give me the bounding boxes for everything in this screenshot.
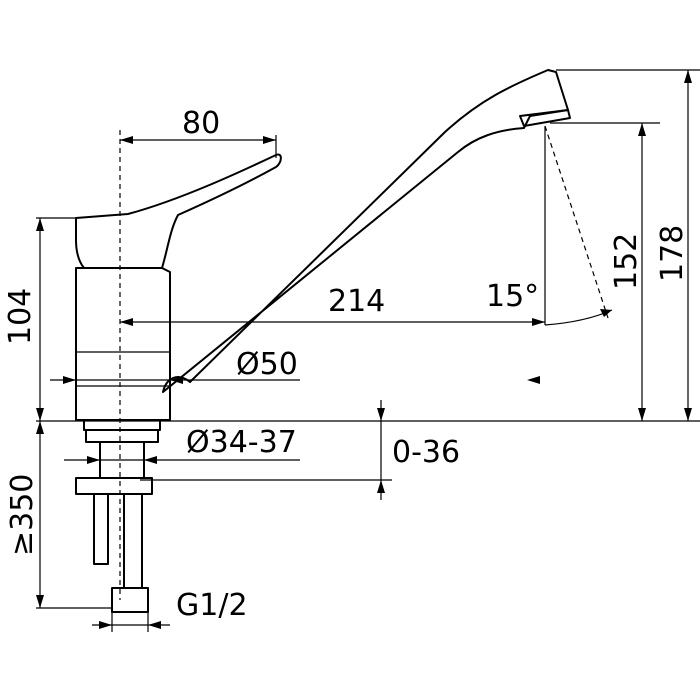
dim-label-hole-diameter: Ø34-37 — [186, 425, 297, 460]
reference-lines — [36, 125, 700, 600]
dim-label-total-height: 178 — [655, 225, 690, 282]
dim-label-spout-reach: 214 — [328, 284, 385, 319]
dim-label-body-height: 104 — [3, 288, 38, 345]
lever-handle — [75, 153, 282, 269]
dim-label-spout-angle: 15° — [486, 279, 539, 314]
water-stream-line — [544, 125, 609, 319]
dim-label-deck-thickness: 0-36 — [392, 435, 460, 470]
supply-hose-left — [93, 493, 109, 565]
dim-label-body-diameter: Ø50 — [236, 347, 298, 382]
dimension-lines — [36, 70, 692, 629]
dim-label-connection-thread: G1/2 — [176, 588, 248, 623]
clamp-plate — [75, 477, 153, 495]
spout-aerator — [519, 109, 571, 127]
dim-label-outlet-height: 152 — [609, 233, 644, 290]
supply-hose-right — [123, 493, 143, 589]
mounting-nut — [85, 429, 159, 443]
dim-label-handle-reach: 80 — [182, 106, 220, 141]
faucet-body — [75, 267, 171, 421]
faucet-outline — [75, 69, 571, 421]
extension-lines — [36, 69, 700, 632]
mounting-assembly — [75, 419, 161, 613]
spout — [162, 69, 569, 393]
dim-label-hose-length: ≥350 — [5, 474, 40, 556]
hose-fitting — [111, 587, 149, 613]
dimension-labels: 80 104 214 15° 152 178 Ø50 Ø34-37 0-36 ≥… — [3, 106, 690, 623]
